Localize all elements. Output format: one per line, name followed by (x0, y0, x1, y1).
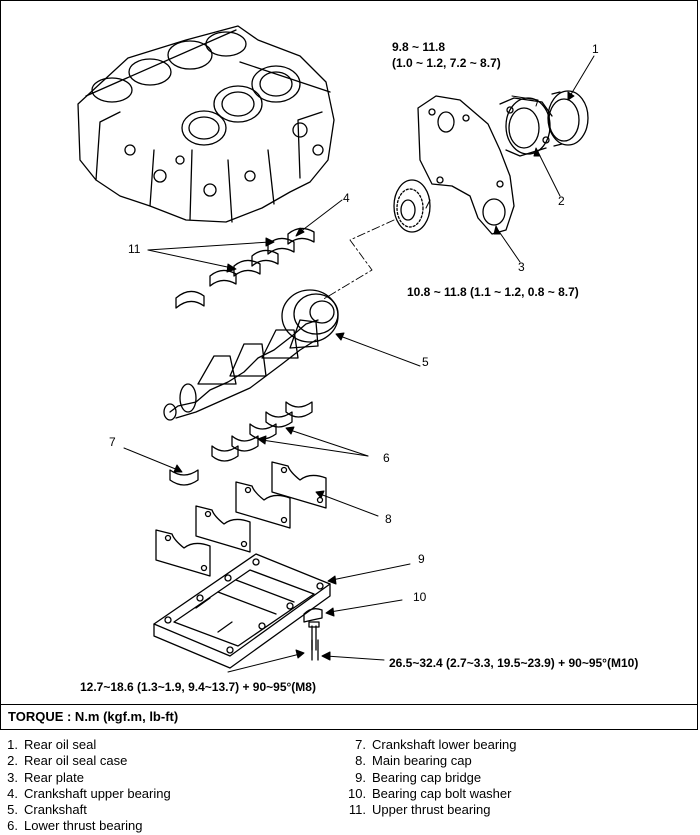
callout-3: 3 (518, 260, 525, 274)
legend-item-number: 3. (7, 769, 18, 785)
legend-item: 6. Lower thrust bearing (0, 818, 171, 834)
legend-item-label: Main bearing cap (372, 753, 472, 769)
legend-item-number: 1. (7, 737, 18, 752)
callout-11: 11 (128, 242, 141, 256)
upper-bearing-shells (175, 227, 315, 309)
legend-item-number: 2. (7, 753, 18, 769)
centre-line (321, 219, 395, 301)
callout-6: 6 (383, 451, 390, 465)
legend-item-number: 4. (7, 785, 18, 801)
legend-item-number: 7. (355, 737, 366, 752)
exploded-view-drawing (77, 25, 595, 673)
rear-plate (417, 95, 515, 235)
torque-m10: 26.5~32.4 (2.7~3.3, 19.5~23.9) + 90~95°(… (389, 656, 639, 670)
legend-item-label: Crankshaft upper bearing (24, 785, 171, 801)
legend-item: 8. Main bearing cap (348, 753, 517, 769)
legend-item: 4. Crankshaft upper bearing (0, 786, 171, 802)
main-bearing-caps (155, 461, 327, 577)
torque-oil-seal-case-line2: (1.0 ~ 1.2, 7.2 ~ 8.7) (392, 56, 501, 70)
legend-item-number: 10. (348, 785, 367, 801)
legend-item-number: 9. (355, 769, 366, 785)
cap-bolts (303, 608, 323, 661)
diagram-frame (0, 0, 698, 730)
legend-item-label: Lower thrust bearing (24, 818, 143, 834)
torque-units-header: TORQUE : N.m (kgf.m, lb-ft) (8, 709, 179, 724)
callout-4: 4 (343, 191, 350, 205)
legend-item-number: 8. (355, 753, 366, 769)
callout-5: 5 (422, 355, 429, 369)
legend-item: 7. Crankshaft lower bearing (348, 737, 517, 753)
crankshaft (163, 289, 339, 421)
cylinder-block (77, 25, 335, 223)
torque-rear-plate: 10.8 ~ 11.8 (1.1 ~ 1.2, 0.8 ~ 8.7) (407, 285, 579, 299)
torque-m8: 12.7~18.6 (1.3~1.9, 9.4~13.7) + 90~95°(M… (80, 680, 316, 694)
legend-item-label: Rear oil seal case (24, 753, 128, 769)
legend-item: 10. Bearing cap bolt washer (348, 786, 517, 802)
legend-item: 11. Upper thrust bearing (348, 802, 517, 818)
legend-item: 1. Rear oil seal (0, 737, 171, 753)
legend-item-label: Bearing cap bolt washer (372, 785, 512, 801)
callout-9: 9 (418, 552, 425, 566)
callout-7: 7 (109, 435, 116, 449)
torque-oil-seal-case-line1: 9.8 ~ 11.8 (392, 40, 446, 54)
legend-item-label: Rear plate (24, 769, 84, 785)
legend-item-label: Upper thrust bearing (372, 802, 491, 818)
callout-10: 10 (413, 590, 427, 604)
torque-band (0, 704, 698, 730)
lower-bearing-shells (169, 401, 313, 486)
legend-item-label: Crankshaft (24, 802, 87, 818)
legend-right-column: 7. Crankshaft lower bearing 8. Main bearing… (348, 737, 517, 818)
callout-2: 2 (558, 194, 565, 208)
callout-8: 8 (385, 512, 392, 526)
leader-lines (123, 55, 595, 673)
legend-item: 3. Rear plate (0, 770, 171, 786)
rear-oil-seal-case (499, 97, 553, 157)
legend-item-number: 5. (7, 802, 18, 818)
bearing-cap-bridge (153, 553, 331, 669)
legend-item: 2. Rear oil seal case (0, 753, 171, 769)
legend-item-number: 11. (348, 802, 366, 818)
legend-left-column: 1. Rear oil seal 2. Rear oil seal case 3. Rea… (0, 737, 171, 835)
callout-1: 1 (592, 42, 599, 56)
signal-wheel (393, 179, 431, 233)
legend-item-number: 6. (7, 818, 18, 834)
legend-item: 9. Bearing cap bridge (348, 770, 517, 786)
legend-item-label: Crankshaft lower bearing (372, 737, 517, 752)
legend-item: 5. Crankshaft (0, 802, 171, 818)
legend-item-label: Bearing cap bridge (372, 769, 482, 785)
legend-item-label: Rear oil seal (24, 737, 97, 752)
